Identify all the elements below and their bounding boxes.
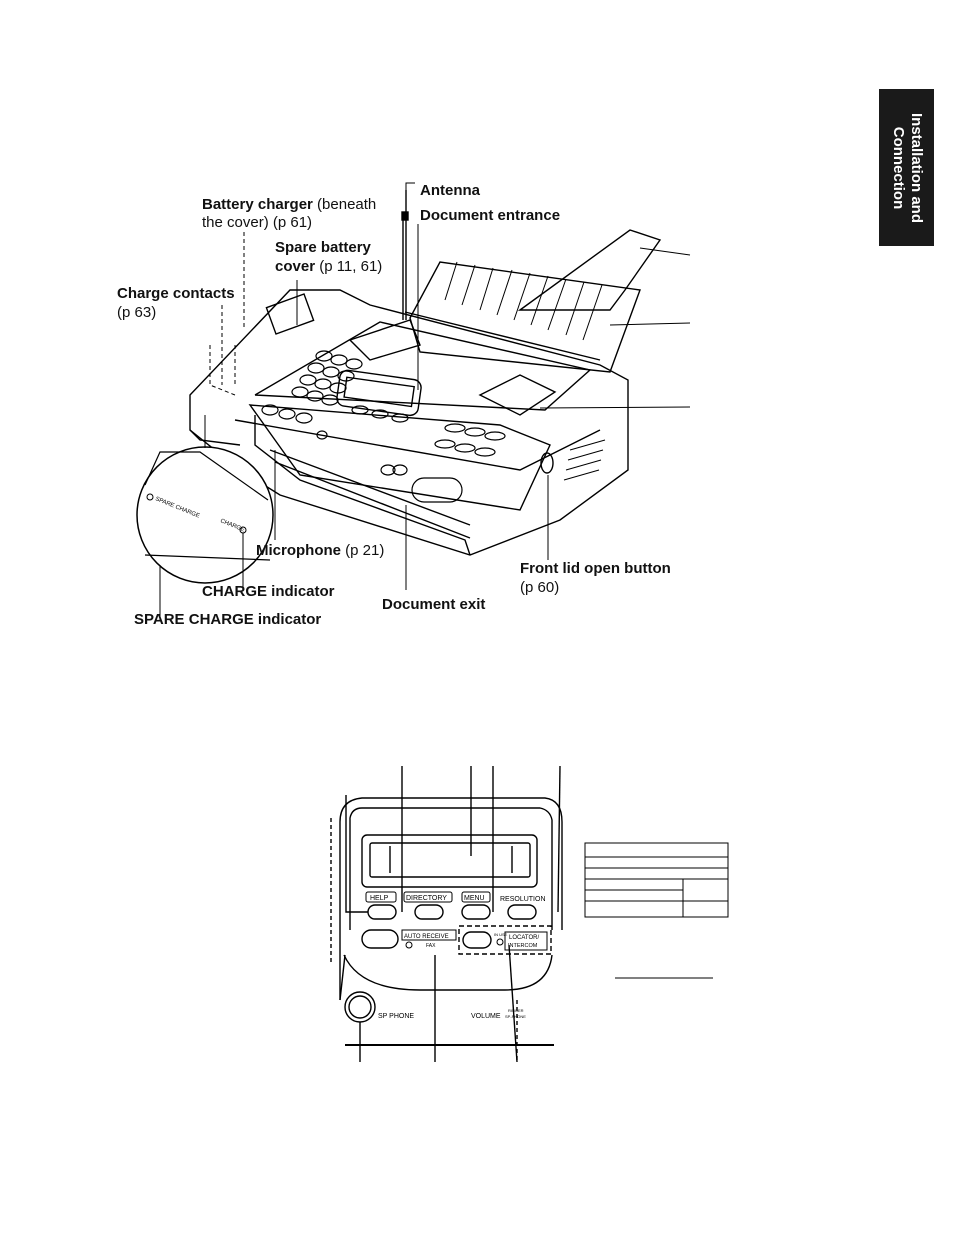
ringer-label: RINGER — [508, 1008, 524, 1013]
intercom-label: INTERCOM — [508, 943, 538, 949]
help-label: HELP — [370, 895, 389, 902]
label-spare-charge-indicator: SPARE CHARGE indicator — [134, 611, 322, 628]
label-document-exit: Document exit — [382, 596, 486, 613]
directory-label: DIRECTORY — [406, 895, 447, 902]
label-battery-charger: Battery charger (beneath — [202, 196, 377, 213]
label-spare-battery-line2: cover (p 11, 61) — [275, 258, 383, 275]
fax-label: FAX — [426, 943, 436, 949]
auto-receive-label: AUTO RECEIVE — [404, 934, 449, 940]
locator-label: LOCATOR/ — [509, 935, 539, 941]
label-charge-indicator: CHARGE indicator — [202, 583, 335, 600]
sp-phone-small-label: SP-PHONE — [505, 1014, 526, 1019]
label-microphone: Microphone (p 21) — [256, 542, 385, 559]
label-document-entrance: Document entrance — [420, 207, 561, 224]
label-spare-battery: Spare battery — [275, 239, 371, 256]
label-antenna: Antenna — [420, 182, 480, 199]
sp-phone-label: SP PHONE — [378, 1013, 414, 1020]
label-charge-contacts: Charge contacts — [117, 285, 235, 302]
label-battery-charger-line2: the cover) (p 61) — [202, 214, 313, 231]
section-tab: Installation and Connection — [879, 89, 934, 246]
in-use-label: IN USE — [494, 932, 508, 937]
label-charge-contacts-page: (p 63) — [117, 304, 157, 321]
volume-label: VOLUME — [471, 1013, 501, 1020]
resolution-label: RESOLUTION — [500, 896, 546, 903]
menu-label: MENU — [464, 895, 485, 902]
label-front-lid-page: (p 60) — [520, 579, 560, 596]
label-front-lid: Front lid open button — [520, 560, 671, 577]
